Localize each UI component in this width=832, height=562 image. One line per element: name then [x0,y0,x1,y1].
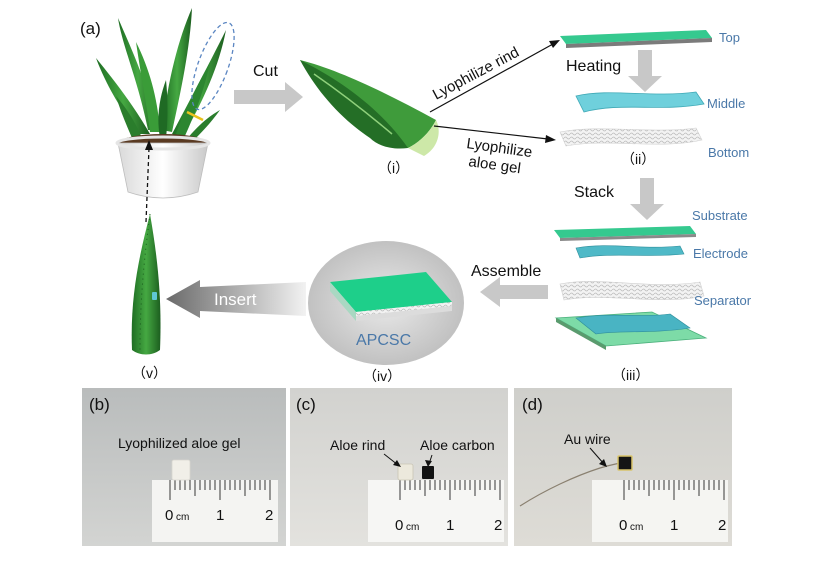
layer-middle-label: Middle [707,96,745,111]
selected-leaf-outline [191,21,235,111]
ruler-c-1: 1 [446,517,454,534]
ruler-c-cm: cm [406,522,419,533]
leaf-with-device [131,213,161,355]
pointer-rind-head [393,460,401,467]
device-name: APCSC [356,332,411,349]
ruler-c-0: 0 [395,517,403,534]
cut-arrow [234,82,303,112]
layer-separator-label: Separator [694,293,752,308]
ruler-d-2: 2 [718,517,726,534]
lyophilize-rind-label: Lyophilize rind [430,44,522,104]
cut-line-marker [186,110,204,122]
panel-label-a: (a) [80,19,101,38]
heating-label: Heating [566,58,621,75]
stack-arrow [630,178,664,220]
lyophilize-gel-arrow [433,125,549,140]
photo-d-label-wire: Au wire [564,431,611,447]
au-wire [519,462,621,507]
ruler-b-cm: cm [176,512,189,523]
lyophilize-rind-arrow-head [549,40,560,48]
layer-substrate-label: Substrate [692,208,748,223]
dashed-arrow-head [145,140,153,150]
aloe-plant [96,8,226,199]
panel-label-b: (b) [89,395,110,414]
assemble-arrow [480,277,548,307]
insert-label: Insert [214,290,257,309]
ruler-b-ticks [169,480,271,500]
layer-electrode-label: Electrode [693,246,748,261]
lyophilize-rind-arrow [429,43,554,113]
layer-bottom-label: Bottom [708,145,749,160]
ruler-b-1: 1 [216,507,224,524]
layer-electrode [575,245,685,259]
ruler-c-2: 2 [494,517,502,534]
photo-b [82,388,286,546]
photo-d [514,388,732,546]
layer-middle [575,91,705,113]
photo-c-label-rind: Aloe rind [330,437,385,453]
sublabel-v: （v） [132,365,167,381]
photo-c [290,388,508,546]
ruler-d-0: 0 [619,517,627,534]
ruler-d-cm: cm [630,522,643,533]
layer-bottom [559,127,703,147]
photo-c-label-carbon: Aloe carbon [420,437,495,453]
cut-label: Cut [253,63,278,80]
layer-base-with-electrode [554,311,708,350]
insert-arrow [166,280,306,318]
lyophilize-gel-arrow-head [545,135,556,143]
panel-label-d: (d) [522,395,543,414]
ruler-b-0: 0 [165,507,173,524]
ruler-b-2: 2 [265,507,273,524]
layer-top-label: Top [719,30,740,45]
sublabel-iii: （iii） [612,367,649,383]
ruler-c-ticks [399,480,501,500]
ruler-d-ticks [623,480,725,500]
sublabel-i: （i） [378,160,409,176]
dashed-arrow [145,147,150,223]
heating-arrow [628,50,662,92]
ruler-d-1: 1 [670,517,678,534]
layer-separator [559,281,705,301]
pointer-carbon-head [425,460,432,467]
sublabel-iv: （iv） [363,368,401,384]
assemble-label: Assemble [471,263,541,280]
pointer-wire-head [599,459,607,467]
stack-label: Stack [574,184,615,201]
photo-b-label: Lyophilized aloe gel [118,435,240,451]
layer-substrate [554,226,696,241]
sublabel-ii: （ii） [621,151,655,167]
panel-label-c: (c) [296,395,316,414]
cut-leaf-piece [300,60,439,156]
apcsc-device [330,272,452,321]
layer-top [560,30,712,48]
